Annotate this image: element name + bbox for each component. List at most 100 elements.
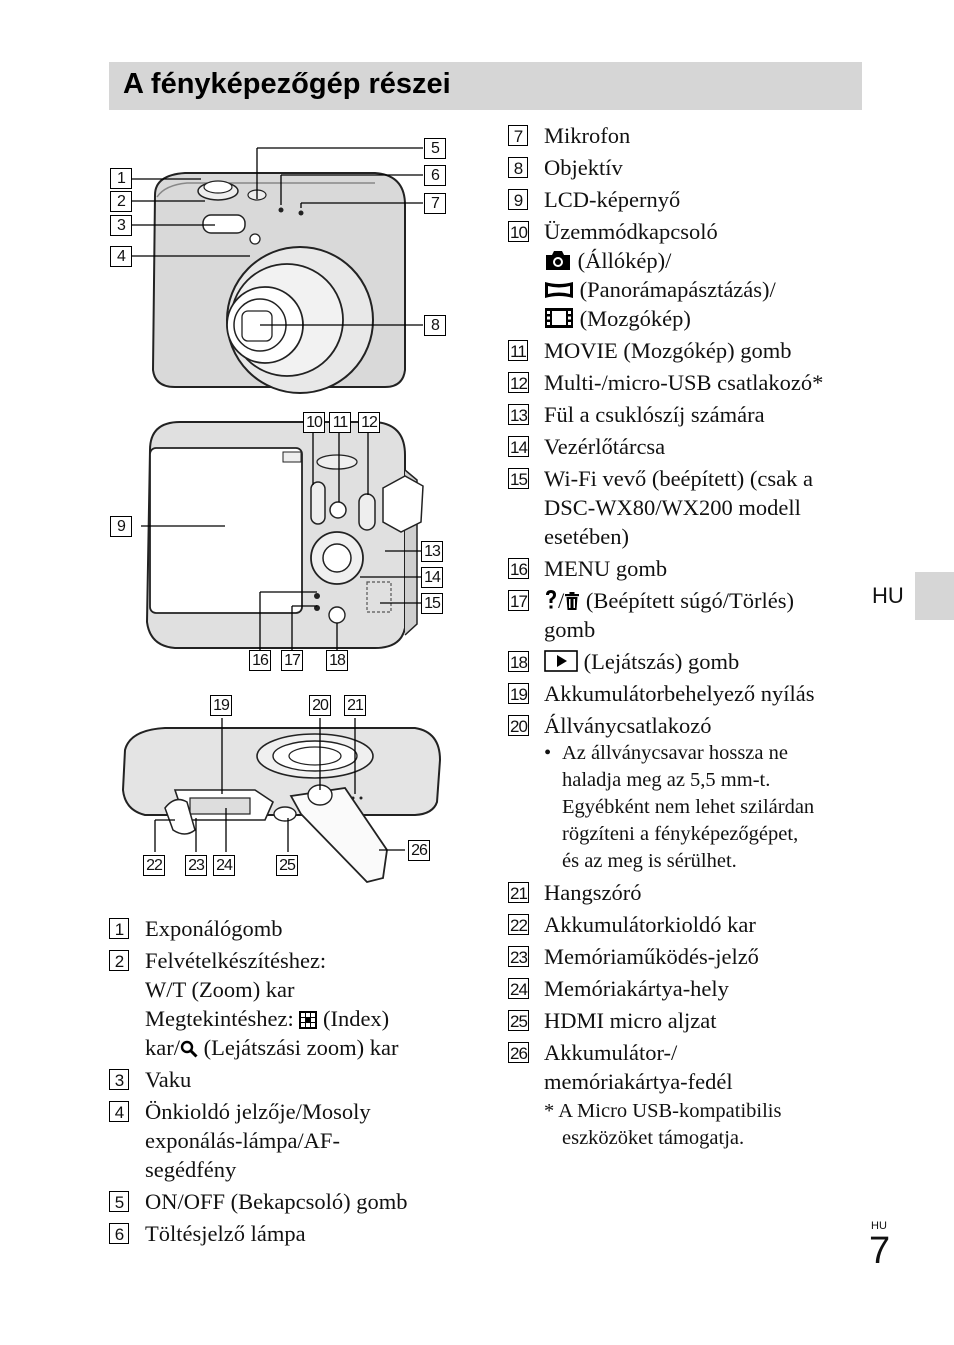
item-number: 1	[109, 918, 129, 939]
camera-icon	[546, 251, 570, 270]
parts-list-left: 1 Exponálógomb 2 Felvételkészítéshez: W/…	[109, 914, 469, 1251]
item-text-line: Megtekintéshez: (Index)	[145, 1004, 469, 1033]
list-item: 12 Multi-/micro-USB csatlakozó*	[508, 368, 868, 397]
item-text: LCD-képernyő	[544, 187, 681, 212]
item-text-line: (Mozgókép)	[544, 304, 868, 333]
note-line: Az állványcsavar hossza ne	[544, 740, 868, 767]
item-number: 20	[508, 715, 529, 736]
item-text: Memóriakártya-hely	[544, 976, 729, 1001]
callout-11: 11	[329, 412, 351, 433]
item-text: esetében)	[544, 524, 629, 549]
play-icon	[544, 650, 578, 672]
item-text: Akkumulátorkioldó kar	[544, 912, 756, 937]
callout-7: 7	[424, 193, 446, 214]
item-text: Töltésjelző lámpa	[145, 1221, 306, 1246]
item-number: 13	[508, 404, 529, 425]
footnote: * A Micro USB-kompatibilis eszközöket tá…	[544, 1098, 781, 1152]
list-item: 14 Vezérlőtárcsa	[508, 432, 868, 461]
tripod-note: Az állványcsavar hossza ne haladja meg a…	[544, 740, 868, 875]
list-item: 21 Hangszóró	[508, 878, 868, 907]
item-text: MOVIE (Mozgókép) gomb	[544, 338, 792, 363]
list-item: 23 Memóriaműködés-jelző	[508, 942, 868, 971]
item-number: 23	[508, 946, 529, 967]
item-number: 17	[508, 590, 529, 611]
item-number: 25	[508, 1010, 529, 1031]
item-number: 8	[508, 157, 528, 178]
item-text: MENU gomb	[544, 556, 668, 581]
item-text: Multi-/micro-USB csatlakozó*	[544, 370, 824, 395]
list-item: 15 Wi-Fi vevő (beépített) (csak a DSC-WX…	[508, 464, 868, 551]
callout-17: 17	[281, 650, 303, 671]
item-number: 14	[508, 436, 529, 457]
item-text: Akkumulátor-/	[544, 1040, 678, 1065]
footnote-line: * A Micro USB-kompatibilis	[544, 1100, 782, 1122]
item-text: HDMI micro aljzat	[544, 1008, 717, 1033]
item-number: 22	[508, 914, 529, 935]
callout-5: 5	[424, 138, 446, 159]
note-line: haladja meg az 5,5 mm-t.	[562, 769, 771, 791]
callout-19: 19	[210, 695, 232, 716]
camera-front-figure	[131, 147, 423, 394]
callout-20: 20	[309, 695, 331, 716]
callout-14: 14	[421, 567, 443, 588]
callout-22: 22	[143, 855, 165, 876]
list-item: 16 MENU gomb	[508, 554, 868, 583]
item-number: 26	[508, 1042, 529, 1063]
camera-back-figure	[141, 421, 424, 650]
title-bar: A fényképezőgép részei	[109, 62, 862, 110]
callout-25: 25	[276, 855, 298, 876]
item-number: 12	[508, 372, 529, 393]
item-text: Exponálógomb	[145, 916, 283, 941]
item-text-line: (Lejátszás) gomb	[544, 647, 868, 676]
item-text: Mikrofon	[544, 123, 631, 148]
callout-4: 4	[110, 246, 132, 267]
item-text: Hangszóró	[544, 880, 642, 905]
callout-23: 23	[185, 855, 207, 876]
item-text: (Lejátszási zoom) kar	[197, 1035, 399, 1060]
item-number: 7	[508, 125, 528, 146]
item-number: 4	[109, 1101, 129, 1122]
language-tab	[915, 572, 954, 620]
callout-24: 24	[213, 855, 235, 876]
item-number: 6	[109, 1223, 129, 1244]
item-text: Vaku	[145, 1067, 192, 1092]
list-item: 17 / (Beépített súgó/Törlés) gomb	[508, 586, 868, 644]
item-text: W/T (Zoom) kar	[145, 977, 295, 1002]
item-number: 21	[508, 882, 529, 903]
item-text: (Panorámapásztázás)/	[574, 277, 776, 302]
list-item: 3 Vaku	[109, 1065, 469, 1094]
callout-26: 26	[408, 840, 430, 861]
item-text: Önkioldó jelzője/Mosoly	[145, 1099, 371, 1124]
item-text: Wi-Fi vevő (beépített) (csak a	[544, 466, 813, 491]
callout-3: 3	[110, 215, 132, 236]
item-text: (Lejátszás) gomb	[578, 649, 740, 674]
language-tab-label: HU	[872, 583, 904, 608]
item-text: Memóriaműködés-jelző	[544, 944, 759, 969]
list-item: 10 Üzemmódkapcsoló (Állókép)/ (Panorámap…	[508, 217, 868, 333]
page-number: 7	[869, 1230, 891, 1272]
item-number: 2	[109, 950, 129, 971]
list-item: 22 Akkumulátorkioldó kar	[508, 910, 868, 939]
note-line: és az meg is sérülhet.	[562, 850, 737, 872]
list-item: 6 Töltésjelző lámpa	[109, 1219, 469, 1248]
list-item: 4 Önkioldó jelzője/Mosoly exponálás-lámp…	[109, 1097, 469, 1184]
list-item: 2 Felvételkészítéshez: W/T (Zoom) kar Me…	[109, 946, 469, 1062]
item-text: gomb	[544, 617, 596, 642]
item-text: Akkumulátorbehelyező nyílás	[544, 681, 815, 706]
item-text: exponálás-lámpa/AF-	[145, 1128, 340, 1153]
item-text: ON/OFF (Bekapcsoló) gomb	[145, 1189, 408, 1214]
item-number: 16	[508, 558, 529, 579]
item-text: Üzemmódkapcsoló	[544, 219, 718, 244]
item-text: (Beépített súgó/Törlés)	[580, 588, 794, 613]
panorama-icon	[545, 282, 573, 298]
list-item: 7 Mikrofon	[508, 121, 868, 150]
item-text: Vezérlőtárcsa	[544, 434, 666, 459]
item-text-line: kar/ (Lejátszási zoom) kar	[145, 1033, 469, 1062]
camera-bottom-figure	[121, 718, 442, 883]
callout-18: 18	[326, 650, 348, 671]
callout-21: 21	[344, 695, 366, 716]
item-text: Fül a csuklószíj számára	[544, 402, 765, 427]
